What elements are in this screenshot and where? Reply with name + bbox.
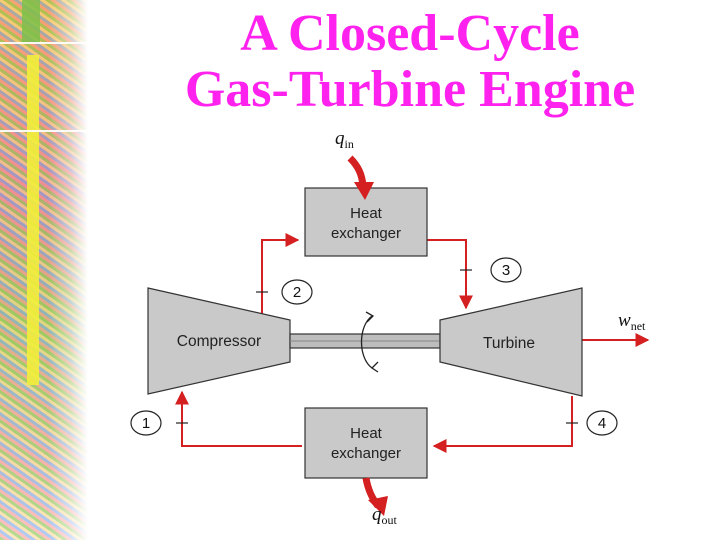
flow-line-2-to-heater xyxy=(261,233,300,318)
compressor-label: Compressor xyxy=(177,333,261,350)
svg-text:4: 4 xyxy=(598,415,606,432)
flow-line-4-to-cooler xyxy=(432,396,573,453)
svg-text:2: 2 xyxy=(293,284,301,301)
state-markers: 1 2 3 4 xyxy=(130,257,618,436)
decorative-strip-bar-green xyxy=(22,0,40,42)
heat-exchanger-bottom: Heat exchanger xyxy=(304,407,428,479)
state-4: 4 xyxy=(586,410,618,436)
heat-output-arrow xyxy=(362,477,388,516)
state-1: 1 xyxy=(130,410,162,436)
title-line-1: A Closed-Cycle xyxy=(240,5,580,62)
state-ticks xyxy=(176,269,578,424)
q-in-label: qin xyxy=(335,128,354,151)
decorative-strip-line xyxy=(0,42,88,44)
title-line-2: Gas-Turbine Engine xyxy=(184,61,636,118)
decorative-side-strip xyxy=(0,0,88,540)
w-net-label: wnet xyxy=(618,310,646,333)
shaft xyxy=(289,333,441,349)
heat-exchanger-top: Heat exchanger xyxy=(304,187,428,257)
heat-exchanger-bottom-label-1: Heat xyxy=(350,425,383,442)
heat-exchanger-top-label-1: Heat xyxy=(350,205,383,222)
heat-input-arrow xyxy=(347,155,374,200)
flow-line-cooler-to-1 xyxy=(175,390,302,447)
state-3: 3 xyxy=(490,257,522,283)
flow-line-heater-to-3 xyxy=(427,239,473,310)
compressor: Compressor xyxy=(147,287,291,395)
heat-exchanger-bottom-label-2: exchanger xyxy=(331,445,401,462)
state-2: 2 xyxy=(281,279,313,305)
turbine: Turbine xyxy=(439,287,583,397)
slide-title: A Closed-Cycle Gas-Turbine Engine xyxy=(100,6,720,118)
q-out-label: qout xyxy=(372,504,398,527)
decorative-strip-bar-yellow xyxy=(27,55,39,385)
svg-text:3: 3 xyxy=(502,262,510,279)
heat-exchanger-top-label-2: exchanger xyxy=(331,225,401,242)
decorative-strip-line xyxy=(0,130,88,132)
turbine-label: Turbine xyxy=(483,335,535,352)
svg-text:1: 1 xyxy=(142,415,150,432)
rotation-arrow-icon xyxy=(360,311,379,373)
